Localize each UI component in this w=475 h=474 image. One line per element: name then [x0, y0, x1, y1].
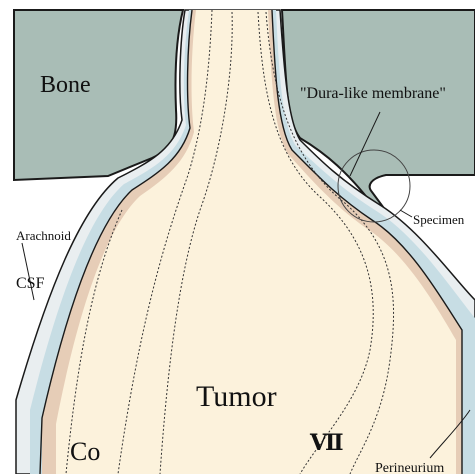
label-specimen: Specimen	[413, 212, 465, 227]
label-tumor: Tumor	[196, 380, 277, 413]
label-co: Co	[70, 437, 100, 466]
label-vii: Ⅶ	[309, 430, 344, 455]
label-perineurium: Perineurium	[375, 461, 444, 474]
label-csf: CSF	[16, 275, 45, 292]
label-dura-like-membrane: "Dura-like membrane"	[300, 85, 446, 102]
label-arachnoid: Arachnoid	[16, 228, 71, 243]
label-bone: Bone	[40, 72, 91, 98]
